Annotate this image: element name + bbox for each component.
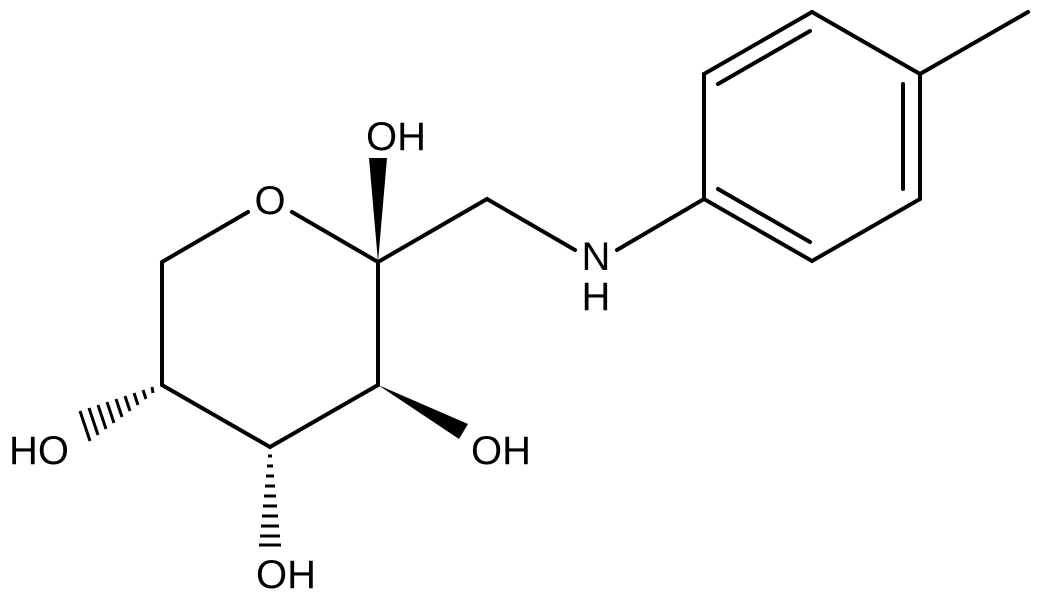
bond-ch2-n — [485, 197, 577, 252]
hash-bond-c5-oh — [78, 386, 155, 442]
bond-c2-ch2 — [376, 197, 489, 264]
amine-hydrogen-label: H — [582, 275, 611, 319]
anomeric-hydroxyl-label: OH — [366, 115, 426, 159]
ring-oxygen-label: O — [254, 179, 285, 223]
bond-ar2-ar3 — [702, 10, 814, 76]
bond-methyl — [918, 10, 1030, 76]
bond-c2-o — [290, 210, 380, 264]
bond-ar5-ar6 — [810, 197, 922, 263]
bond-ar6-ar1 — [702, 197, 814, 263]
bond-c4-c3 — [268, 383, 380, 449]
bond-o-c6 — [160, 210, 250, 264]
bond-n-aryl — [615, 197, 706, 252]
hash-bond-c4-oh — [259, 454, 281, 547]
c3-hydroxyl-label: OH — [471, 429, 531, 473]
amine-nitrogen-label: N — [582, 235, 611, 279]
wedge-bond-c2-oh — [369, 158, 387, 262]
aromatic-inner-bond-3 — [716, 187, 812, 244]
bond-ar3-ar4 — [810, 10, 922, 76]
aromatic-inner-bond-1 — [716, 29, 812, 86]
bond-c5-c4 — [160, 383, 272, 449]
wedge-bond-c3-oh — [378, 385, 468, 439]
c4-hydroxyl-label: OH — [256, 553, 316, 597]
c5-hydroxyl-label: HO — [9, 429, 69, 473]
